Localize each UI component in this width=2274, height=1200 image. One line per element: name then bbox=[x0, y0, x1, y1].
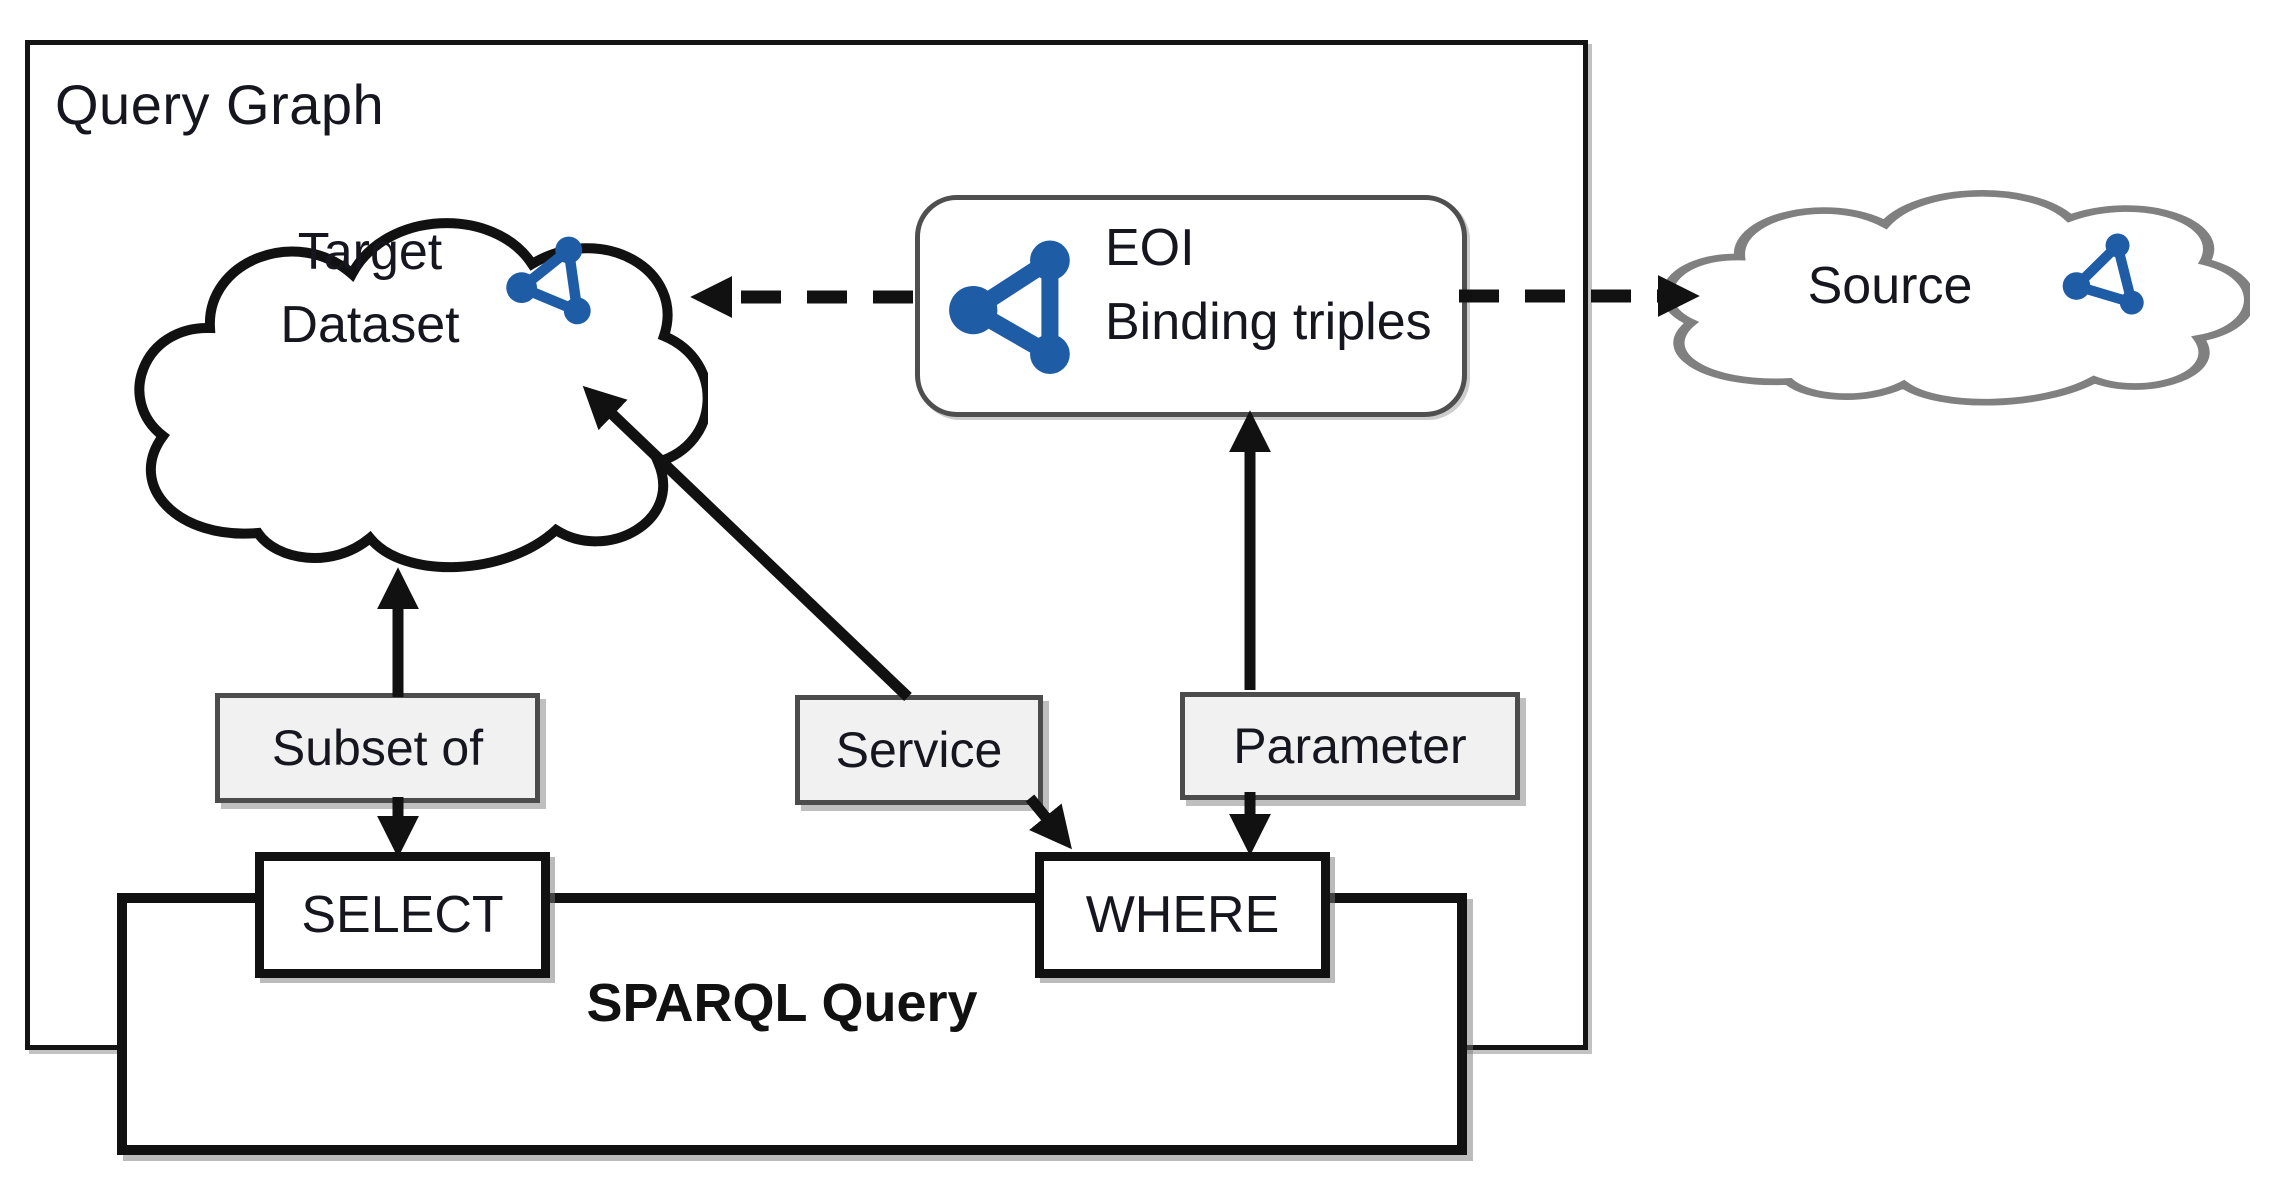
source-cloud: Source bbox=[1635, 172, 2250, 427]
where-box: WHERE bbox=[1035, 852, 1330, 978]
target-dataset-line2: Dataset bbox=[280, 295, 460, 354]
service-box: Service bbox=[795, 695, 1043, 805]
subset-of-box: Subset of bbox=[215, 693, 540, 803]
rdf-graph-icon bbox=[494, 228, 602, 336]
parameter-box: Parameter bbox=[1180, 692, 1520, 800]
eoi-line2: Binding triples bbox=[1105, 292, 1432, 351]
rdf-graph-icon bbox=[942, 232, 1084, 374]
select-box: SELECT bbox=[255, 852, 550, 978]
eoi-line1: EOI bbox=[1105, 219, 1195, 277]
target-dataset-label: Target Dataset bbox=[170, 216, 570, 362]
query-graph-label: Query Graph bbox=[55, 73, 385, 136]
target-dataset-line1: Target bbox=[297, 223, 443, 281]
rdf-graph-icon bbox=[2045, 222, 2157, 334]
sparql-query-label: SPARQL Query bbox=[586, 973, 978, 1033]
eoi-box-label: EOI Binding triples bbox=[1105, 212, 1432, 360]
eoi-binding-triples-box bbox=[915, 195, 1467, 417]
source-label: Source bbox=[1807, 257, 1973, 315]
target-dataset-cloud: Target Dataset bbox=[108, 188, 708, 608]
